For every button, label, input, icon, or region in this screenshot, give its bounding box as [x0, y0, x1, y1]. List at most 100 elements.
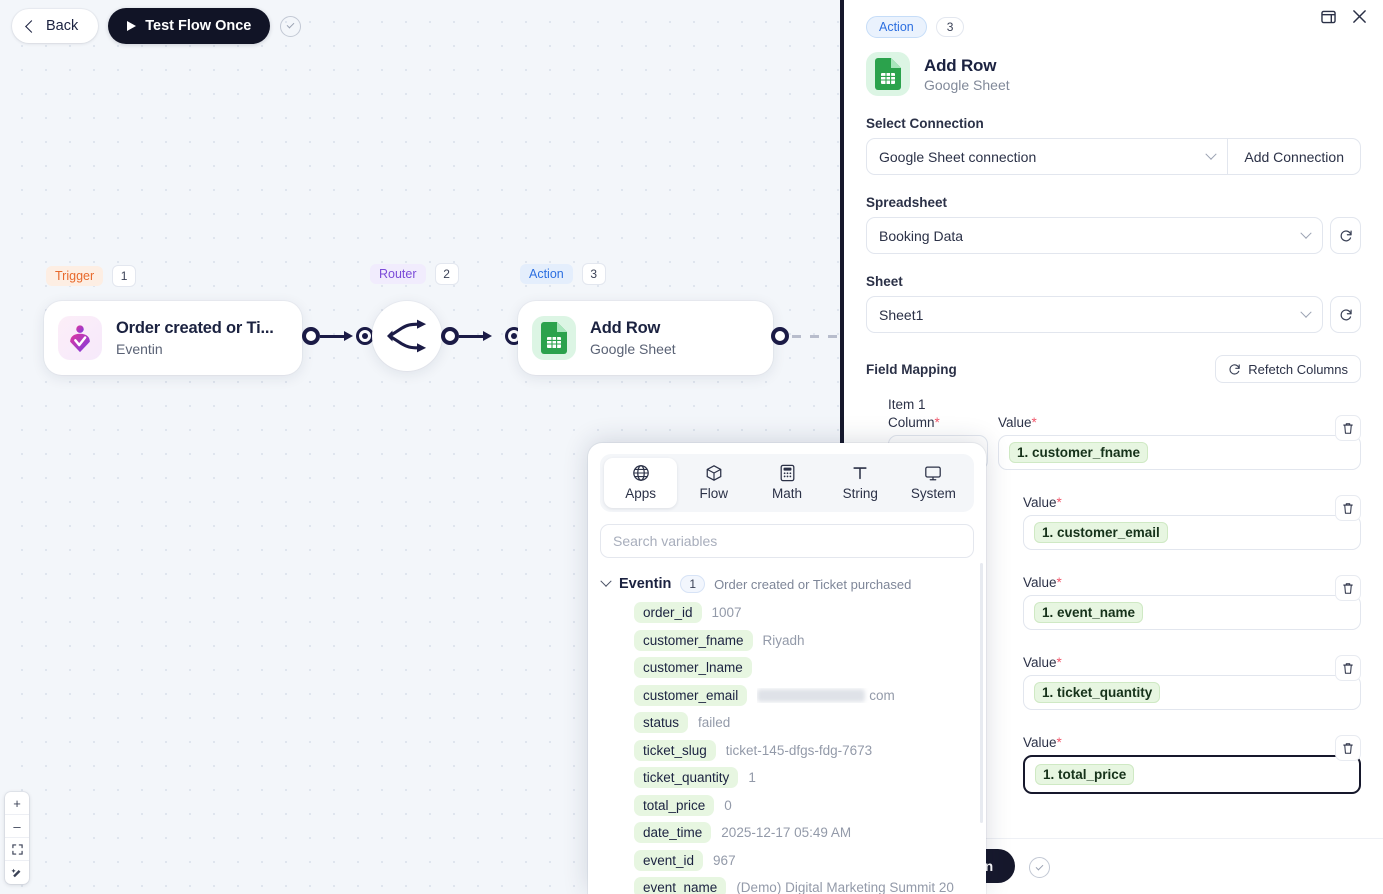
trigger-node-title: Order created or Ti... [116, 319, 274, 338]
zoom-in-button[interactable]: + [5, 792, 29, 815]
refetch-columns-button[interactable]: Refetch Columns [1215, 355, 1361, 383]
search-placeholder: Search variables [613, 533, 718, 549]
list-item[interactable]: customer_email com [634, 682, 972, 710]
sheet-label: Sheet [866, 274, 903, 289]
variable-key: customer_fname [634, 629, 753, 651]
action-node-title: Add Row [590, 319, 661, 338]
variable-key: customer_lname [634, 657, 752, 679]
back-button[interactable]: Back [12, 9, 99, 43]
tab-math[interactable]: Math [750, 458, 823, 508]
variable-value: 967 [713, 852, 736, 868]
variable-value: 1007 [711, 605, 742, 621]
chevron-down-icon [1205, 148, 1218, 160]
select-connection-label: Select Connection [866, 116, 984, 131]
list-item[interactable]: total_price 0 [634, 792, 972, 820]
connection-select[interactable]: Google Sheet connection [866, 138, 1229, 175]
auto-layout-button[interactable] [5, 861, 29, 884]
chevron-down-icon[interactable] [600, 575, 612, 587]
variable-chip[interactable]: 1. ticket_quantity [1034, 682, 1161, 703]
action-output-port[interactable] [771, 327, 789, 345]
tab-system[interactable]: System [897, 458, 970, 508]
delete-row-button[interactable] [1335, 655, 1361, 681]
google-sheet-icon [532, 316, 576, 360]
refresh-sheet-button[interactable] [1330, 296, 1361, 333]
node-tag-trigger: Trigger 1 [46, 265, 137, 287]
sheet-select[interactable]: Sheet1 [866, 296, 1323, 333]
select-connection-row: Google Sheet connection Add Connection [866, 138, 1361, 175]
zoom-out-button[interactable]: – [5, 815, 29, 838]
panel-header: Add Row Google Sheet [866, 52, 1361, 96]
list-item[interactable]: customer_lname [634, 654, 972, 682]
variable-chip[interactable]: 1. customer_email [1034, 522, 1168, 543]
variable-key: event_name [634, 877, 727, 894]
list-item[interactable]: date_time 2025-12-17 05:49 AM [634, 819, 972, 847]
panel-type-badge: Action [866, 16, 927, 38]
list-item[interactable]: ticket_quantity 1 [634, 764, 972, 792]
value-label: Value* [1023, 495, 1062, 510]
value-input[interactable]: 1. customer_email [1023, 515, 1361, 550]
delete-row-button[interactable] [1335, 735, 1361, 761]
variable-key: date_time [634, 822, 712, 844]
variables-scrollbar[interactable] [980, 563, 983, 823]
panel-badge-row: Action 3 [866, 16, 1361, 38]
redaction-blur [757, 688, 866, 702]
variable-list: order_id 1007 customer_fname Riyadh cust… [588, 599, 986, 894]
fit-view-button[interactable] [5, 838, 29, 861]
field-mapping-label: Field Mapping [866, 361, 957, 377]
test-flow-once-button[interactable]: Test Flow Once [108, 8, 271, 44]
eventin-logo-icon [58, 316, 102, 360]
trigger-tag-label: Trigger [46, 266, 104, 286]
flow-node-action[interactable]: Add Row Google Sheet [518, 301, 773, 375]
variable-group-header[interactable]: Eventin 1 Order created or Ticket purcha… [588, 575, 986, 593]
delete-row-button[interactable] [1335, 495, 1361, 521]
variable-key: total_price [634, 794, 715, 816]
list-item[interactable]: ticket_slug ticket-145-dfgs-fdg-7673 [634, 737, 972, 765]
list-item[interactable]: status failed [634, 709, 972, 737]
list-item[interactable]: customer_fname Riyadh [634, 627, 972, 655]
panel-layout-icon[interactable] [1321, 10, 1336, 29]
tab-string[interactable]: String [824, 458, 897, 508]
variable-value: (Demo) Digital Marketing Summit 20 [736, 880, 954, 894]
value-input-focused[interactable]: 1. total_price [1023, 755, 1361, 794]
globe-icon [632, 465, 649, 481]
router-tag-label: Router [370, 264, 426, 284]
chevron-down-icon [1300, 227, 1312, 239]
spreadsheet-select-value: Booking Data [879, 227, 964, 244]
variable-chip[interactable]: 1. total_price [1035, 764, 1135, 785]
flow-node-router[interactable] [372, 301, 442, 371]
chevron-left-icon [25, 19, 38, 33]
tab-apps[interactable]: Apps [604, 458, 678, 508]
trigger-output-port[interactable] [302, 327, 320, 345]
value-input[interactable]: 1. event_name [1023, 595, 1361, 630]
list-item[interactable]: order_id 1007 [634, 599, 972, 627]
delete-row-button[interactable] [1335, 415, 1361, 441]
variable-value: Riyadh [762, 632, 805, 648]
variable-chip[interactable]: 1. event_name [1034, 602, 1144, 623]
variable-chip[interactable]: 1. customer_fname [1009, 442, 1149, 463]
zoom-controls: + – [5, 792, 29, 884]
list-item[interactable]: event_id 967 [634, 847, 972, 875]
edge-trigger-router [320, 335, 346, 338]
column-label: Column* [888, 415, 940, 430]
flow-node-trigger[interactable]: Order created or Ti... Eventin [44, 301, 302, 375]
search-variables-input[interactable]: Search variables [600, 524, 974, 558]
tab-flow[interactable]: Flow [677, 458, 750, 508]
close-icon[interactable] [1352, 9, 1367, 29]
add-connection-button[interactable]: Add Connection [1228, 138, 1361, 175]
variable-value: failed [698, 715, 731, 731]
value-input[interactable]: 1. customer_fname [998, 435, 1361, 470]
value-input[interactable]: 1. ticket_quantity [1023, 675, 1361, 710]
cube-icon [706, 465, 722, 481]
field-mapping-row: Value* 1. customer_email [866, 495, 1361, 550]
refresh-spreadsheet-button[interactable] [1330, 217, 1361, 254]
router-output-port[interactable] [441, 327, 459, 345]
variable-key: customer_email [634, 684, 748, 706]
flow-status-check-icon[interactable] [280, 15, 302, 37]
flow-nodes: Trigger 1 Router 2 Action 3 [0, 255, 843, 395]
tab-math-label: Math [772, 486, 803, 501]
delete-row-button[interactable] [1335, 575, 1361, 601]
tab-apps-label: Apps [625, 486, 656, 501]
spreadsheet-select[interactable]: Booking Data [866, 217, 1323, 254]
list-item[interactable]: event_name (Demo) Digital Marketing Summ… [634, 874, 972, 894]
run-status-check-icon[interactable] [1029, 857, 1050, 878]
